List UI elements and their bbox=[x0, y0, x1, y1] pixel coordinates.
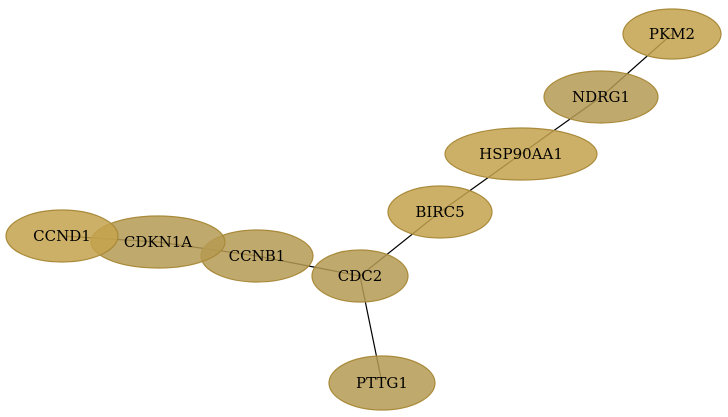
node-ccnb1[interactable]: CCNB1 bbox=[200, 229, 314, 283]
node-pttg1[interactable]: PTTG1 bbox=[328, 355, 436, 411]
node-ellipse bbox=[328, 355, 436, 411]
node-ellipse bbox=[5, 209, 119, 263]
node-ellipse bbox=[543, 70, 659, 124]
node-hsp90aa1[interactable]: HSP90AA1 bbox=[444, 127, 598, 181]
node-ccnd1[interactable]: CCND1 bbox=[5, 209, 119, 263]
node-cdc2[interactable]: CDC2 bbox=[311, 249, 409, 303]
node-label: HSP90AA1 bbox=[479, 145, 563, 163]
node-label: BIRC5 bbox=[415, 203, 464, 221]
node-label: CDKN1A bbox=[124, 233, 192, 251]
node-ellipse bbox=[311, 249, 409, 303]
node-pkm2[interactable]: PKM2 bbox=[622, 8, 722, 60]
node-ellipse bbox=[622, 8, 722, 60]
node-label: CCNB1 bbox=[229, 247, 286, 265]
node-label: PKM2 bbox=[649, 25, 695, 43]
node-label: NDRG1 bbox=[572, 88, 630, 106]
node-birc5[interactable]: BIRC5 bbox=[387, 185, 493, 239]
node-label: CDC2 bbox=[338, 267, 383, 285]
node-ellipse bbox=[444, 127, 598, 181]
node-label: CCND1 bbox=[33, 227, 91, 245]
node-ndrg1[interactable]: NDRG1 bbox=[543, 70, 659, 124]
node-ellipse bbox=[387, 185, 493, 239]
node-label: PTTG1 bbox=[356, 374, 408, 392]
